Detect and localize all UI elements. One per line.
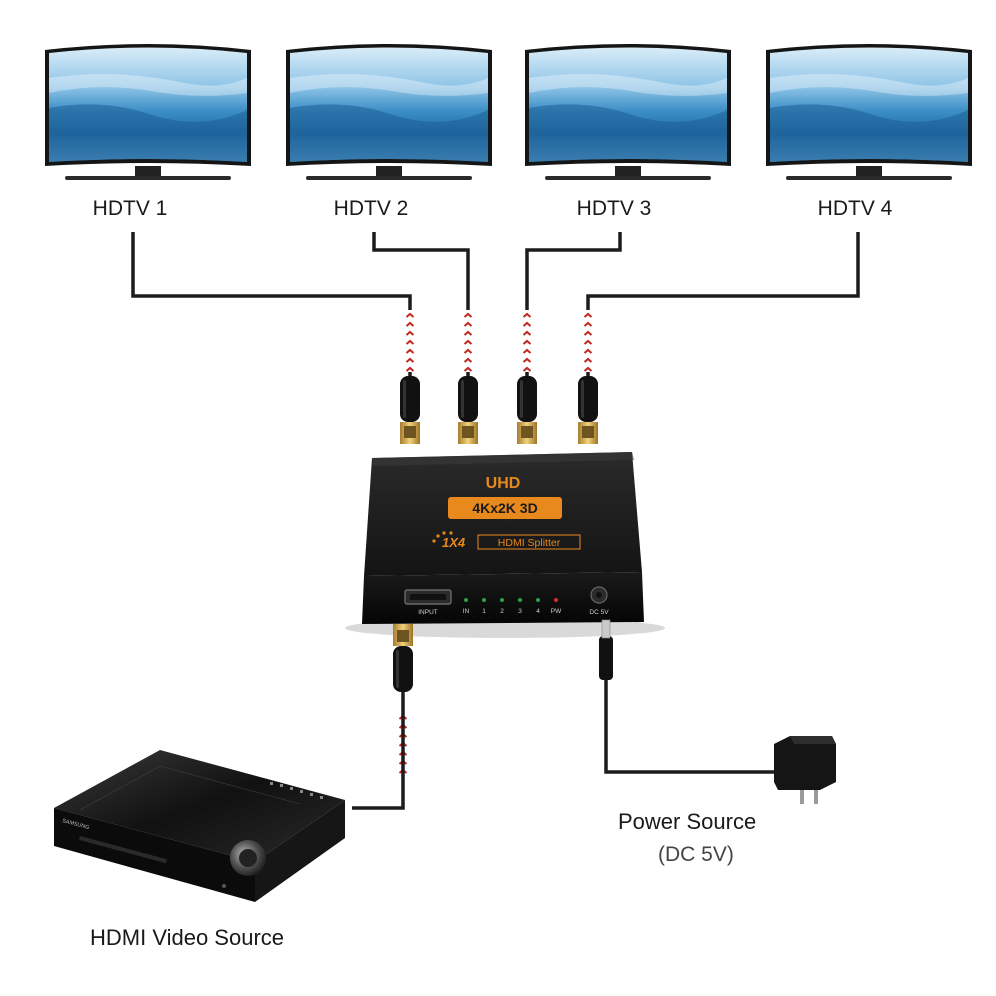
status-led-label: IN: [463, 608, 470, 615]
cable-2: [372, 232, 470, 378]
resolution-text: 4Kx2K 3D: [472, 500, 537, 516]
cable-marker: [583, 357, 593, 363]
input-cable: [352, 624, 413, 810]
status-led: [482, 598, 486, 602]
cable-marker: [463, 348, 473, 354]
hdmi-plug-3: [517, 376, 537, 444]
tv-3: [525, 44, 731, 180]
status-led: [536, 598, 540, 602]
cable-marker: [522, 348, 532, 354]
status-led: [500, 598, 504, 602]
cable-marker: [405, 339, 415, 345]
cable-marker: [463, 312, 473, 318]
power-port-label: DC 5V: [589, 609, 609, 616]
player-slot: [78, 836, 167, 864]
cable-marker: [463, 366, 473, 372]
bluray-player: SAMSUNG: [54, 750, 345, 902]
tv-label-2: HDTV 2: [333, 197, 409, 220]
power-cable: [599, 619, 776, 774]
cable-marker: [583, 312, 593, 318]
cable-marker: [463, 357, 473, 363]
resolution-badge: [448, 497, 562, 519]
hdmi-plug-2: [458, 376, 478, 444]
cable-marker: [522, 312, 532, 318]
cable-marker: [405, 366, 415, 372]
cable-marker: [405, 312, 415, 318]
cable-marker: [405, 330, 415, 336]
player-buttons: [270, 782, 323, 799]
hdmi-plug-4: [578, 376, 598, 444]
cable-marker: [583, 348, 593, 354]
status-led: [464, 598, 468, 602]
cable-marker: [405, 348, 415, 354]
status-led-label: 1: [482, 608, 486, 615]
cable-marker: [522, 330, 532, 336]
source-label: HDMI Video Source: [90, 925, 285, 950]
model-desc-text: HDMI Splitter: [498, 537, 561, 549]
splitter-logo-dots: [432, 531, 453, 543]
input-port-label: INPUT: [418, 609, 438, 616]
cable-marker: [522, 357, 532, 363]
tv-label-3: HDTV 3: [576, 197, 652, 220]
cable-marker: [463, 321, 473, 327]
status-led-label: 2: [500, 608, 504, 615]
cable-marker: [405, 321, 415, 327]
tv-2: [286, 44, 492, 180]
model-text: 1X4: [442, 535, 466, 550]
cable-1: [131, 232, 412, 378]
cable-marker: [522, 339, 532, 345]
output-cables: [131, 232, 860, 378]
status-leds: IN 1 2 3 4 PW: [463, 598, 562, 615]
cable-marker: [583, 366, 593, 372]
cable-marker: [463, 339, 473, 345]
cable-marker: [522, 321, 532, 327]
tv-1: [45, 44, 251, 180]
hdmi-plug-1: [400, 376, 420, 444]
tv-4: [766, 44, 972, 180]
status-led-label: 4: [536, 608, 540, 615]
status-led-label: PW: [551, 608, 562, 615]
tv-label-4: HDTV 4: [817, 197, 893, 220]
tv-label-1: HDTV 1: [92, 197, 168, 220]
model-desc-box: [477, 534, 581, 550]
power-adapter: [774, 736, 836, 804]
cable-marker: [583, 330, 593, 336]
power-source-label: Power Source: [618, 809, 757, 834]
hdmi-splitter-box: UHD 4Kx2K 3D 1X4 HDMI Splitter INPUT IN 1…: [345, 452, 665, 638]
status-led-label: 3: [518, 608, 522, 615]
cable-marker: [583, 321, 593, 327]
cable-marker: [463, 330, 473, 336]
cable-3: [525, 232, 622, 378]
cable-4: [586, 232, 860, 378]
cable-marker: [405, 357, 415, 363]
splitter-uhd-text: UHD: [486, 475, 521, 492]
power-source-sub-label: (DC 5V): [658, 843, 734, 866]
status-led: [554, 598, 558, 602]
status-led: [518, 598, 522, 602]
cable-marker: [583, 339, 593, 345]
cable-marker: [522, 366, 532, 372]
